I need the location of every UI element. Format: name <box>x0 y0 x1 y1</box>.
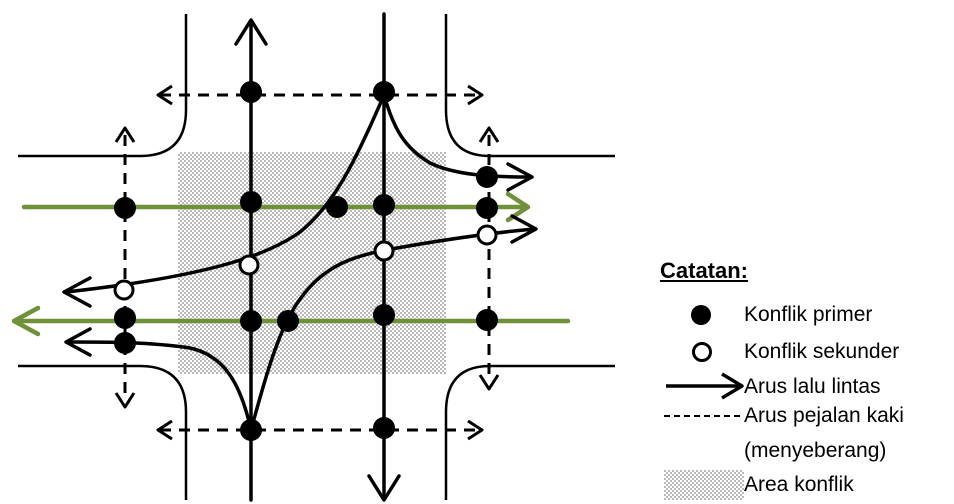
primary-conflict-dot <box>114 307 136 329</box>
secondary-conflict-dot-icon <box>692 342 712 362</box>
legend-label-primary: Konflik primer <box>744 303 873 326</box>
primary-conflict-dot <box>114 197 136 219</box>
primary-conflicts <box>114 81 498 441</box>
road-edges <box>18 14 615 500</box>
road-edge-top-left <box>18 14 188 158</box>
primary-conflict-dot <box>240 310 262 332</box>
secondary-conflicts <box>113 224 498 301</box>
primary-conflict-dot <box>373 194 395 216</box>
traffic-north-right-turn <box>66 340 253 432</box>
traffic-southbound-arrowhead <box>367 474 401 502</box>
green-flow-westbound-arrowhead <box>11 305 41 337</box>
road-edge-bottom-left <box>18 364 188 500</box>
traffic-north-left-turn <box>249 227 536 432</box>
primary-conflict-dot-icon <box>691 305 711 325</box>
traffic-south-to-right-turn <box>64 93 386 294</box>
primary-conflict-dot <box>476 197 498 219</box>
primary-conflict-dot <box>476 166 498 188</box>
secondary-conflict-dot <box>373 240 395 262</box>
primary-conflict-dot <box>373 417 395 439</box>
primary-conflict-dot <box>326 196 348 218</box>
primary-conflict-dot <box>277 310 299 332</box>
traffic-northbound-arrowhead <box>234 18 268 46</box>
legend-label-conflict-area: Area konflik <box>744 473 854 496</box>
traffic-flow-arrow-icon <box>666 372 744 400</box>
pedestrian-flow-dashed-icon <box>664 415 742 417</box>
legend-label-traffic: Arus lalu lintas <box>744 375 881 398</box>
road-edge-top-right <box>444 14 615 158</box>
primary-conflict-dot <box>114 332 136 354</box>
conflict-area-stipple-icon <box>664 470 744 500</box>
primary-conflict-dot <box>240 191 262 213</box>
primary-conflict-dot <box>476 309 498 331</box>
pedestrian-arrowheads <box>114 84 500 441</box>
road-edge-bottom-right <box>444 364 615 500</box>
legend-label-pedestrian: Arus pejalan kaki <box>744 404 904 427</box>
primary-conflict-dot <box>240 419 262 441</box>
legend-label-pedestrian-sub: (menyeberang) <box>744 439 887 462</box>
legend-title: Catatan: <box>660 258 749 283</box>
legend: Catatan: Konflik primer Konflik sekunder… <box>660 258 950 502</box>
legend-label-secondary: Konflik sekunder <box>744 340 900 363</box>
secondary-conflict-dot <box>476 224 498 246</box>
secondary-conflict-dot <box>238 254 260 276</box>
primary-conflict-dot <box>240 81 262 103</box>
primary-conflict-dot <box>373 304 395 326</box>
primary-conflict-dot <box>373 81 395 103</box>
secondary-conflict-dot <box>113 279 135 301</box>
conflict-area <box>178 152 446 374</box>
